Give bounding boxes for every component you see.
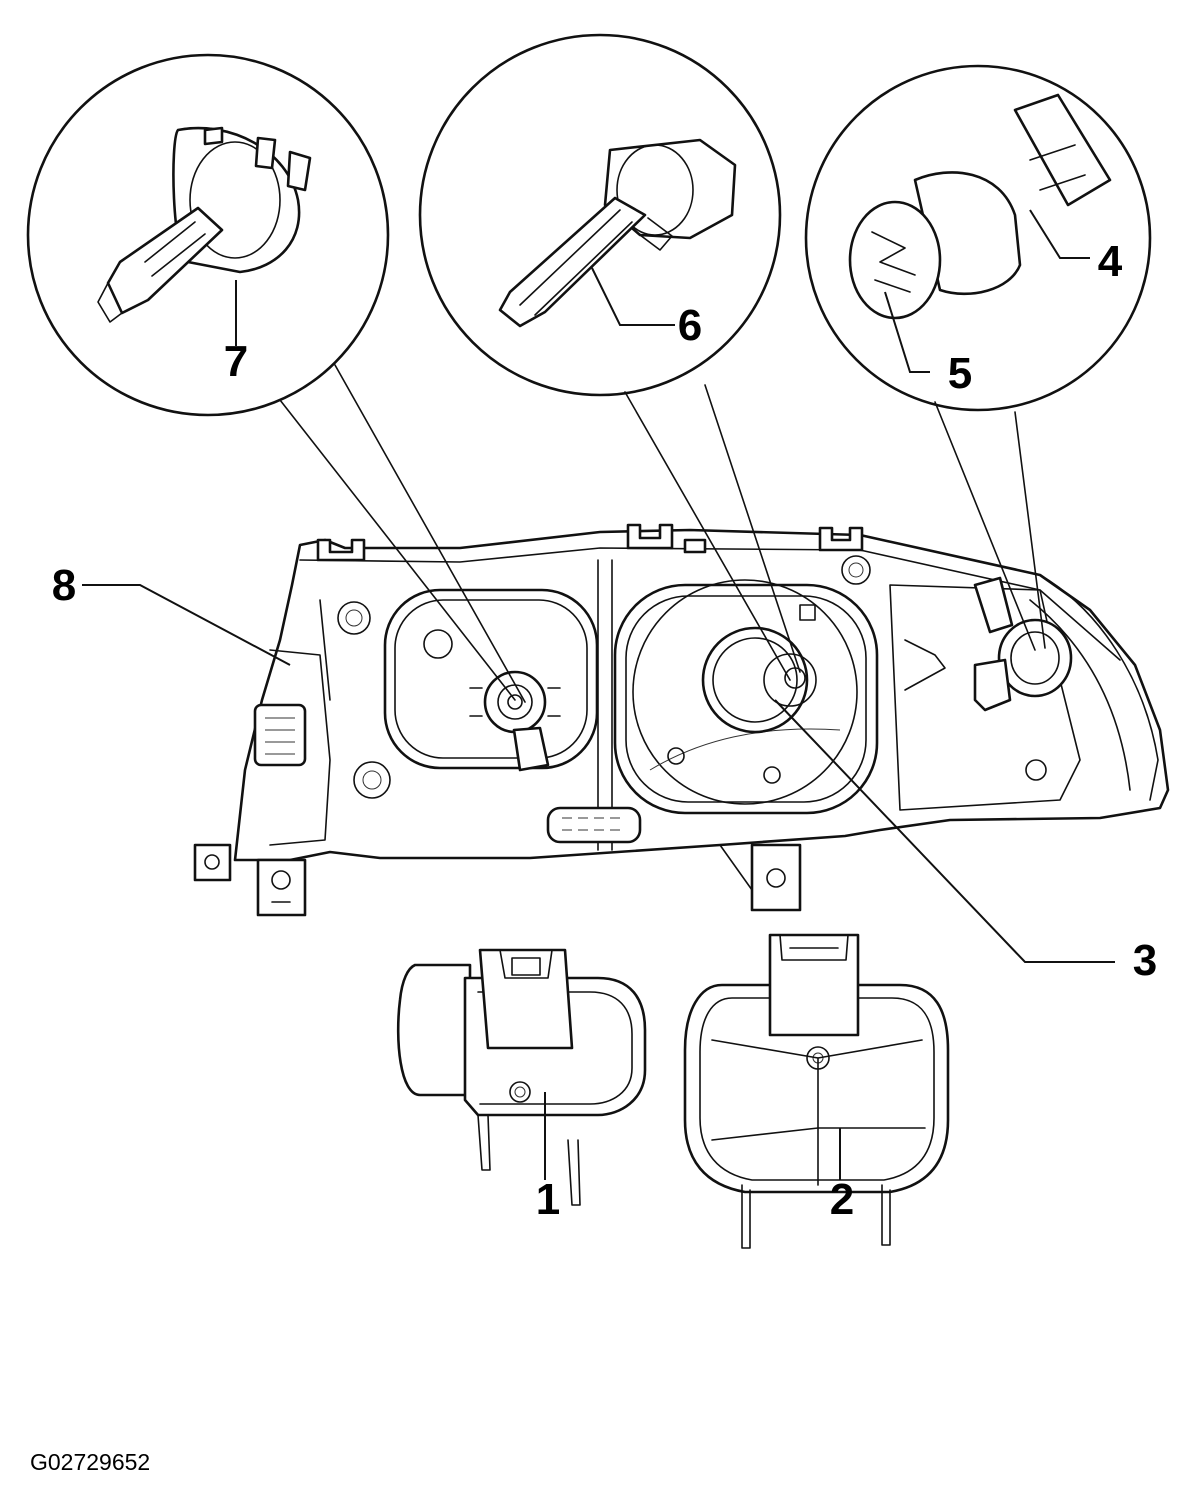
callout-1: 1 [536, 1175, 560, 1224]
detail-circle-5-4 [804, 64, 1152, 412]
callout-7: 7 [224, 337, 248, 386]
callout-4: 4 [1098, 237, 1123, 286]
headlight-cap-1 [396, 948, 647, 1206]
headlight-housing [193, 523, 1170, 917]
callout-3: 3 [1133, 936, 1157, 985]
detail-circle-6 [418, 33, 782, 397]
callout-5: 5 [948, 349, 972, 398]
headlight-cap-2 [683, 933, 950, 1249]
figure-code: G02729652 [30, 1449, 150, 1475]
callout-2: 2 [830, 1175, 854, 1224]
detail-circle-7 [26, 53, 390, 417]
callout-6: 6 [678, 301, 702, 350]
detail-leaders [279, 364, 1046, 703]
callout-8: 8 [52, 561, 76, 610]
callout-leaders [82, 209, 1115, 1180]
